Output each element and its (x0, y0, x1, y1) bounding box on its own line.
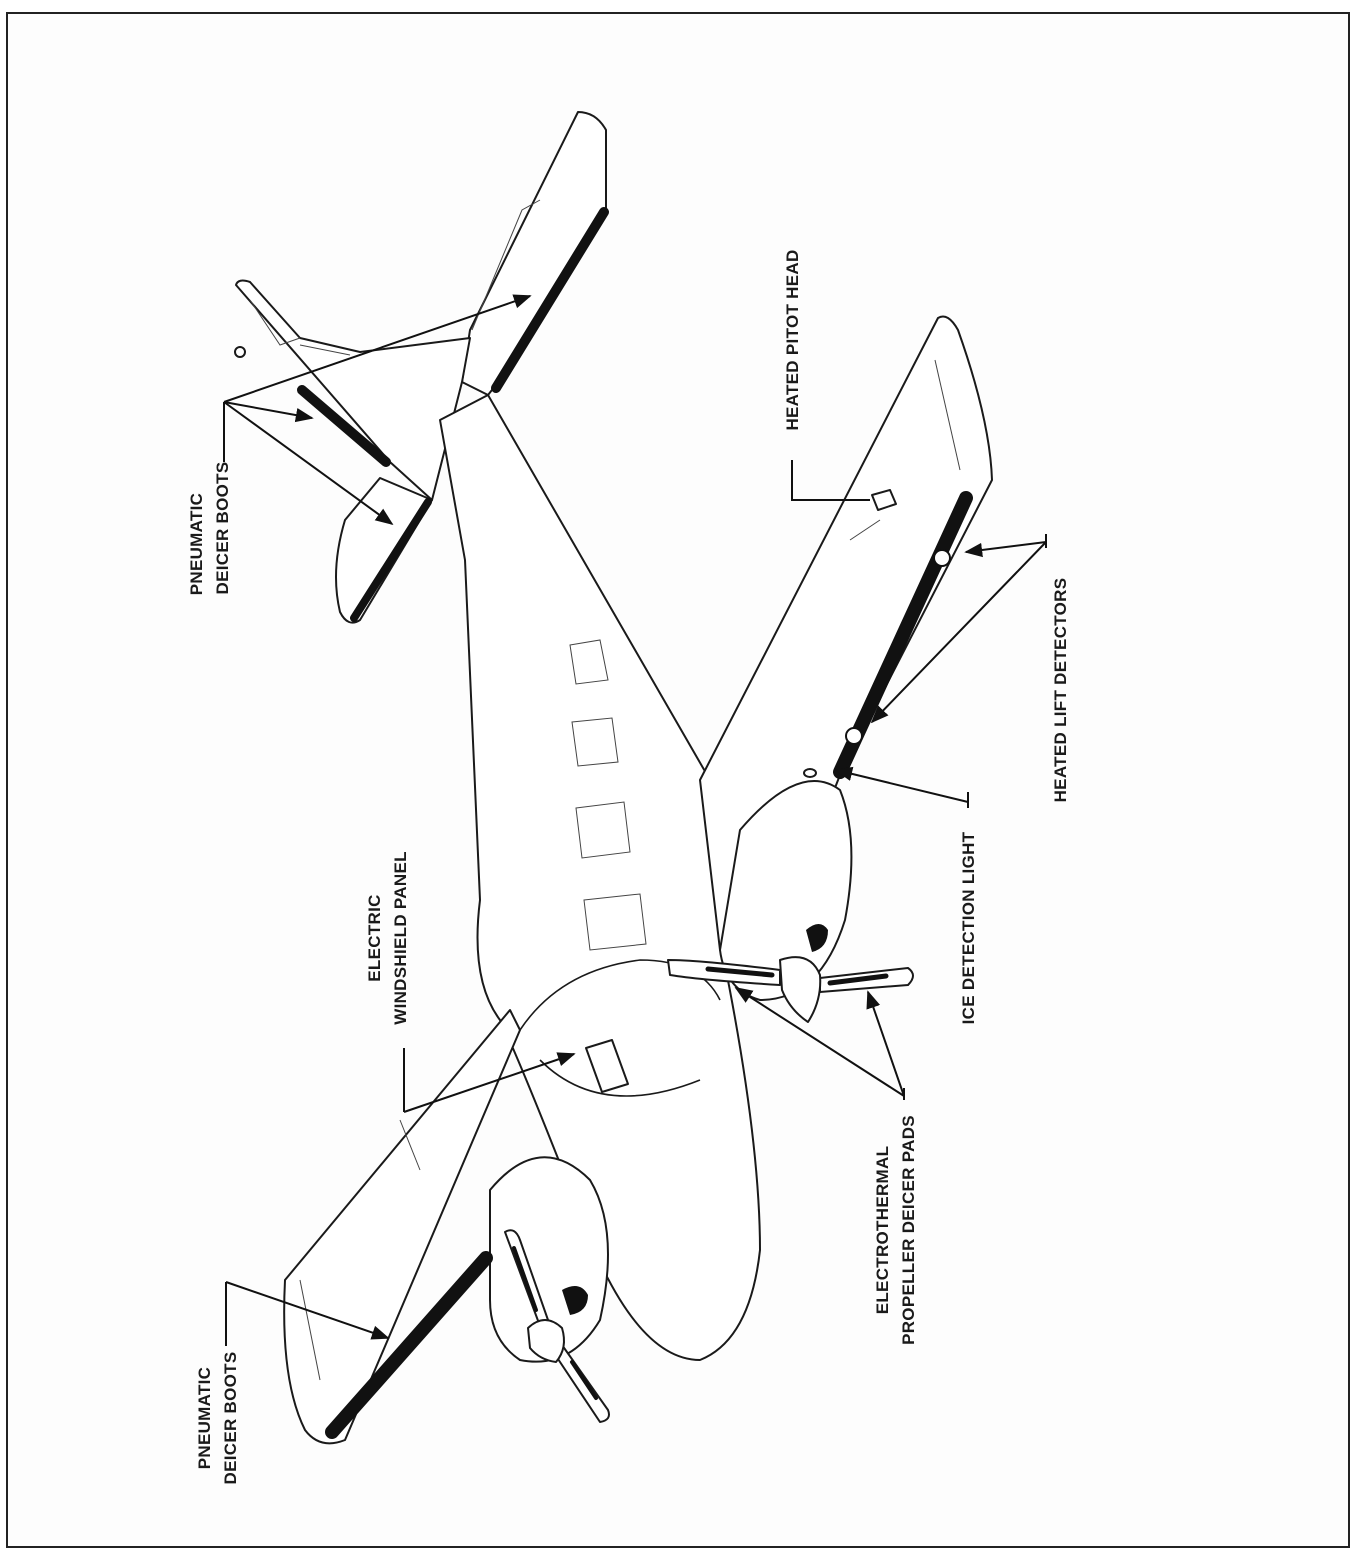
label-pneumatic-tail-line1: PNEUMATIC (187, 493, 206, 596)
label-pneumatic-tail-line2: DEICER BOOTS (213, 461, 232, 594)
spinner-right (780, 957, 820, 1022)
label-ice-detection-light: ICE DETECTION LIGHT (959, 831, 978, 1024)
label-electric-windshield-line2: WINDSHIELD PANEL (391, 851, 410, 1025)
label-heated-pitot-head: HEATED PITOT HEAD (783, 249, 802, 430)
label-electric-windshield-line1: ELECTRIC (365, 894, 384, 981)
ice-detection-light-lens (804, 769, 816, 777)
label-pneumatic-wing-line2: DEICER BOOTS (221, 1351, 240, 1484)
label-pneumatic-wing-line1: PNEUMATIC (195, 1367, 214, 1470)
lift-detector-inboard (846, 728, 862, 744)
horizontal-stabilizer-left (336, 478, 432, 623)
vertical-fin (236, 281, 470, 500)
lift-detector-outboard (934, 550, 950, 566)
label-electrothermal-line2: PROPELLER DEICER PADS (899, 1115, 918, 1345)
label-electrothermal-line1: ELECTROTHERMAL (873, 1146, 892, 1315)
label-heated-lift-detectors: HEATED LIFT DETECTORS (1051, 578, 1070, 803)
